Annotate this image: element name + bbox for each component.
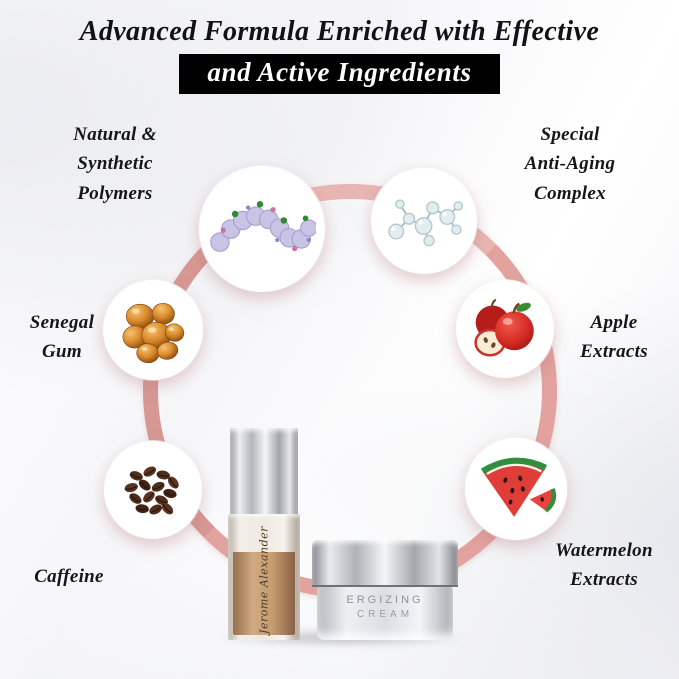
ingredient-circle-polymers <box>199 166 325 292</box>
bottle-glass-body: Jerome Alexander <box>228 514 300 640</box>
jar-label-line1: ERGIZING <box>346 594 424 606</box>
label-caffeine: Caffeine <box>34 566 104 587</box>
ingredient-circle-watermelon <box>465 438 567 540</box>
label-apple-extracts: Apple Extracts <box>580 312 648 363</box>
gum-resin-icon <box>122 302 185 364</box>
headline-line2: and Active Ingredients <box>179 54 500 94</box>
foundation-bottle: Jerome Alexander <box>228 428 300 640</box>
label-watermelon-extracts: Watermelon Extracts <box>555 540 653 591</box>
ingredient-circle-senegal-gum <box>103 280 203 380</box>
label-senegal-gum: Senegal Gum <box>29 312 95 363</box>
bottle-cap <box>230 428 298 515</box>
molecule-icon <box>388 199 464 247</box>
headline-line2-wrap: and Active Ingredients <box>0 54 679 94</box>
jar-lid <box>312 540 458 587</box>
bottle-brand-text: Jerome Alexander <box>257 525 271 634</box>
watermelon-icon <box>481 457 557 518</box>
headline-line1: Advanced Formula Enriched with Effective <box>79 16 600 47</box>
label-anti-aging: Special Anti-Aging Complex <box>524 124 616 204</box>
polymer-chain-icon <box>209 200 317 252</box>
jar-glass-body: ERGIZING CREAM <box>317 587 453 640</box>
label-polymers: Natural & Synthetic Polymers <box>73 124 157 204</box>
bottle-liquid <box>233 551 295 635</box>
jar-label-line2: CREAM <box>356 609 414 620</box>
apple-icon <box>474 298 534 357</box>
ingredient-circle-anti-aging <box>371 168 477 274</box>
coffee-beans-icon <box>124 466 179 515</box>
ingredient-circle-apple <box>456 280 554 378</box>
ingredient-circle-caffeine <box>104 441 202 539</box>
cream-jar: ERGIZING CREAM <box>312 540 458 640</box>
